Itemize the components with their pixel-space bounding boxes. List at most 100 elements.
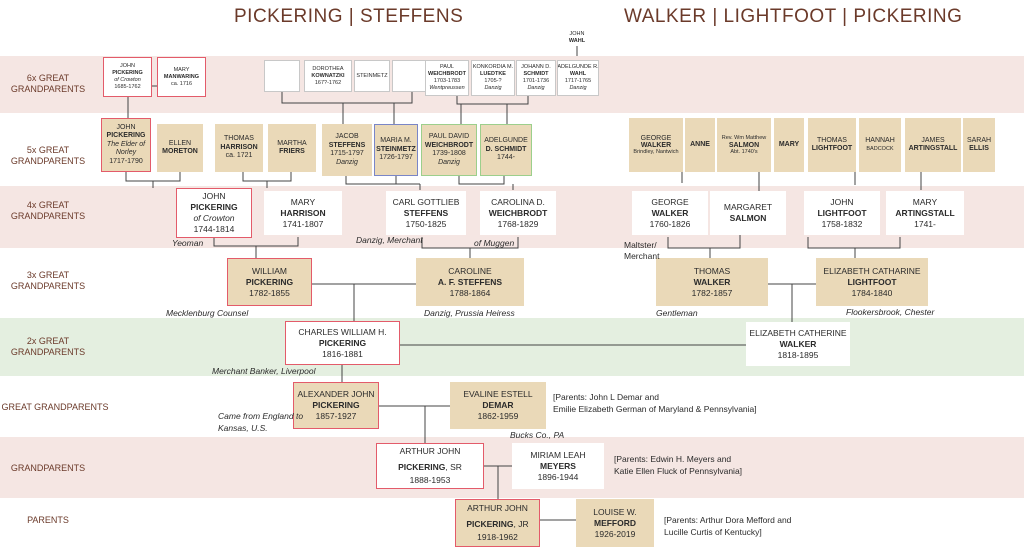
dates: 1726-1797 <box>379 154 413 162</box>
person-thomas-lightfoot[interactable]: THOMAS LIGHTFOOT <box>808 118 856 172</box>
row-label-5x: 5x GREAT GRANDPARENTS <box>10 145 86 166</box>
person-adelgunde-schmidt[interactable]: ADELGUNDE D. SCHMIDT 1744- <box>480 124 532 176</box>
person-arthur-john-pickering-sr[interactable]: ARTHUR JOHN PICKERING, SR 1888-1953 <box>376 443 484 489</box>
person-miriam-leah-meyers[interactable]: MIRIAM LEAH MEYERS 1896-1944 <box>512 443 604 489</box>
place: Danzig <box>484 85 502 91</box>
person-hannah-badcock[interactable]: HANNAH BADCOCK <box>859 118 901 172</box>
epithet: of Crowton <box>114 77 141 83</box>
person-martha-friers[interactable]: MARTHA FRIERS <box>268 124 316 172</box>
person-margaret-salmon[interactable]: MARGARET SALMON <box>710 191 786 235</box>
person-jacob-steffens[interactable]: JACOB STEFFENS 1715-1797 Danzig <box>322 124 372 176</box>
person-elizabeth-catherine-walker[interactable]: ELIZABETH CATHERINE WALKER 1818-1895 <box>746 322 850 366</box>
person-charles-william-pickering[interactable]: CHARLES WILLIAM H. PICKERING 1816-1881 <box>285 321 400 365</box>
given-name: JOHN <box>830 196 854 207</box>
person-paul-weichbrodt[interactable]: PAUL WEICHBRODT 1703-1783 Wentpreussen <box>425 60 469 96</box>
person-william-pickering[interactable]: WILLIAM PICKERING 1782-1855 <box>227 258 312 306</box>
person-ellen-moreton[interactable]: ELLEN MORETON <box>157 124 203 172</box>
place: Danzig <box>336 158 358 166</box>
person-anne[interactable]: ANNE <box>685 118 715 172</box>
dates: 1715-1797 <box>330 150 364 157</box>
person-carolina-weichbrodt[interactable]: CAROLINA D. WEICHBRODT 1768-1829 <box>480 191 556 235</box>
surname: MORETON <box>162 148 198 155</box>
epithet: The Elder of Norley <box>106 140 146 157</box>
dates: 1739-1808 <box>432 150 466 157</box>
surname: BADCOCK <box>866 146 894 152</box>
epithet: of Crowton <box>193 213 235 223</box>
surname: DEMAR <box>482 400 514 410</box>
surname: MARY <box>778 140 800 148</box>
place: Brindley, Nantwich <box>633 148 679 155</box>
person-arthur-john-pickering-jr[interactable]: ARTHUR JOHN PICKERING, JR 1918-1962 <box>455 499 540 547</box>
person-thomas-harrison[interactable]: THOMAS HARRISON ca. 1721 <box>215 124 263 172</box>
given-name: ELIZABETH CATHERINE <box>749 327 847 338</box>
person-james-artingstall[interactable]: JAMES ARTINGSTALL <box>905 118 961 172</box>
given-name: MARY <box>290 196 316 207</box>
surname: PICKERING <box>312 400 360 410</box>
header-right: WALKER | LIGHTFOOT | PICKERING <box>624 6 963 27</box>
person-dorothea-kownatzki[interactable]: DOROTHEA KOWNATZKI 167?-1762 <box>304 60 352 92</box>
parents-note-demar: [Parents: John L Demar and Emilie Elizab… <box>553 391 757 415</box>
person-john-lightfoot[interactable]: JOHN LIGHTFOOT 1758-1832 <box>804 191 880 235</box>
surname: STEFFENS <box>403 207 449 218</box>
person-evaline-demar[interactable]: EVALINE ESTELL DEMAR 1862-1959 <box>450 382 546 429</box>
given-name: CARL GOTTLIEB <box>392 196 460 207</box>
person-mary-5x[interactable]: MARY <box>774 118 804 172</box>
person-alexander-john-pickering[interactable]: ALEXANDER JOHN PICKERING 1857-1927 <box>293 382 379 429</box>
person-blank-1[interactable] <box>264 60 300 92</box>
person-john-pickering-1685[interactable]: JOHN PICKERING of Crowton 1685-1762 <box>103 57 152 97</box>
dates: 1750-1825 <box>405 218 447 229</box>
surname: LIGHTFOOT <box>847 276 897 287</box>
person-mary-manwaring[interactable]: MARY MANWARING ca. 1716 <box>157 57 206 97</box>
person-thomas-walker[interactable]: THOMAS WALKER 1782-1857 <box>656 258 768 306</box>
row-label-great: GREAT GRANDPARENTS <box>1 402 109 412</box>
given-name: CHARLES WILLIAM H. <box>298 326 387 337</box>
person-sarah-ellis[interactable]: SARAH ELLIS <box>963 118 995 172</box>
person-paul-david-weichbrodt[interactable]: PAUL DAVID WEICHBRODT 1739-1808 Danzig <box>421 124 477 176</box>
surname: WALKER <box>779 338 817 349</box>
person-johann-schmidt[interactable]: JOHANN D. SCHMIDT 1701-1736 Danzig <box>516 60 556 96</box>
parents-note-line: Lucille Curtis of Kentucky] <box>664 527 762 537</box>
note-bucks-co: Bucks Co., PA <box>510 430 565 440</box>
given-name: HANNAH <box>865 136 895 144</box>
dates: 1705-? <box>484 78 502 84</box>
person-mary-harrison[interactable]: MARY HARRISON 1741-1807 <box>264 191 342 235</box>
person-maria-steinmetz[interactable]: MARIA M. STEINMETZ 1726-1797 <box>374 124 418 176</box>
person-louise-mefford[interactable]: LOUISE W. MEFFORD 1926-2019 <box>576 499 654 547</box>
row-label-parents: PARENTS <box>27 515 69 525</box>
surname: LUEDTKE <box>480 71 506 77</box>
person-konkordia-luedtke[interactable]: KONKORDIA M. LUEDTKE 1705-? Danzig <box>471 60 515 96</box>
person-mary-artingstall[interactable]: MARY ARTINGSTALL 1741- <box>886 191 964 235</box>
person-george-walker-5x[interactable]: GEORGE WALKER Brindley, Nantwich <box>629 118 683 172</box>
person-wm-salmon[interactable]: Rev. Wm Matthew SALMON Abt. 1740's <box>717 118 771 172</box>
person-elizabeth-catharine-lightfoot[interactable]: ELIZABETH CATHARINE LIGHTFOOT 1784-1840 <box>816 258 928 306</box>
person-john-pickering-1744[interactable]: JOHN PICKERING of Crowton 1744-1814 <box>176 188 252 238</box>
parents-note-line: [Parents: Edwin H. Meyers and <box>614 454 732 464</box>
person-john-pickering-1717[interactable]: JOHN PICKERING The Elder of Norley 1717-… <box>101 118 151 172</box>
person-john-wahl[interactable]: JOHN WAHL <box>561 30 593 46</box>
person-adelgunde-wahl[interactable]: ADELGUNDE R. WAHL 1717-1765 Danzig <box>557 60 599 96</box>
given-name: MARGARET <box>723 202 773 212</box>
note-maltster: Maltster/ Merchant <box>624 240 660 261</box>
dates: 1784-1840 <box>851 287 893 298</box>
surname: ANNE <box>690 140 710 148</box>
surname: SCHMIDT <box>523 71 549 77</box>
surname: ARTINGSTALL <box>908 145 958 152</box>
parents-note-meyers: [Parents: Edwin H. Meyers and Katie Elle… <box>614 453 742 477</box>
surname: ARTINGSTALL <box>895 207 955 218</box>
note-yeoman: Yeoman <box>172 238 204 248</box>
dates: 1896-1944 <box>537 471 579 482</box>
given-name: ADELGUNDE <box>484 137 528 145</box>
person-caroline-steffens[interactable]: CAROLINE A. F. STEFFENS 1788-1864 <box>416 258 524 306</box>
given-name: MARY <box>912 196 938 207</box>
person-george-walker-1760[interactable]: GEORGE WALKER 1760-1826 <box>632 191 708 235</box>
surname: PICKERING <box>245 276 294 287</box>
given-name: ELLEN <box>168 139 192 147</box>
person-blank-2[interactable] <box>392 60 428 92</box>
surname: WAHL <box>568 38 586 44</box>
dates: 1888-1953 <box>409 475 451 485</box>
row-label-3x: 3x GREAT GRANDPARENTS <box>10 270 86 291</box>
surname: SALMON <box>728 141 760 149</box>
dates: 1744- <box>497 154 515 162</box>
person-steinmetz[interactable]: STEINMETZ <box>354 60 390 92</box>
person-carl-gottlieb-steffens[interactable]: CARL GOTTLIEB STEFFENS 1750-1825 <box>386 191 466 235</box>
